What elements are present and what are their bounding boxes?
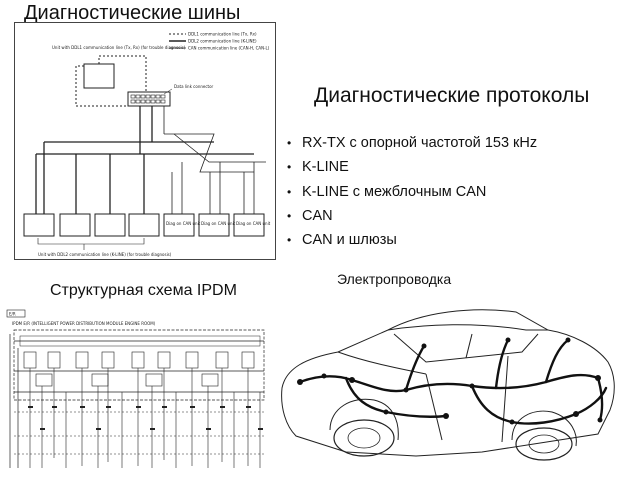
protocol-label: CAN (302, 207, 333, 224)
car-wiring-illustration (281, 309, 615, 461)
bullet-icon: • (287, 160, 292, 175)
can-unit-box (163, 213, 195, 237)
top-unit-label: Unit with DDL1 communication line (Tx, R… (52, 45, 186, 50)
protocol-label: K-LINE (302, 159, 349, 176)
list-item: • CAN и шлюзы (287, 228, 537, 252)
ddl1-unit-box (83, 63, 115, 89)
front-wheel (333, 419, 395, 457)
connector-label: Data link connector (174, 84, 214, 89)
rear-wheel (515, 427, 573, 461)
ddl2-unit-box (23, 213, 55, 237)
diagnostic-bus-diagram: DDL1 communication line (Tx, Rx) DDL2 co… (14, 22, 276, 260)
can-unit-label: Diag on CAN unit (201, 221, 236, 226)
ddl2-unit-box (59, 213, 91, 237)
protocol-list: • RX-TX с опорной частотой 153 кHz • K-LIN… (287, 131, 537, 252)
list-item: • K-LINE (287, 155, 537, 179)
protocol-label: RX-TX с опорной частотой 153 кHz (302, 135, 538, 151)
bullet-icon: • (287, 233, 292, 248)
can-unit-label: Diag on CAN unit (236, 221, 271, 226)
ipdm-tag: E/R (9, 312, 16, 317)
diagnostic-buses-title: Диагностические шины (24, 2, 241, 24)
list-item: • K-LINE с межблочным CAN (287, 180, 537, 204)
car-body-outline (281, 309, 615, 457)
can-unit-box (233, 213, 265, 237)
ddl2-unit-box (128, 213, 160, 237)
wiring-harness (298, 338, 608, 425)
bullet-icon: • (287, 136, 292, 150)
protocol-label: CAN и шлюзы (302, 232, 397, 249)
bullet-icon: • (287, 184, 292, 199)
can-unit-box (198, 213, 230, 237)
bullet-icon: • (287, 208, 292, 223)
wiring-title: Электропроводка (337, 271, 452, 287)
list-item: • RX-TX с опорной частотой 153 кHz (287, 131, 537, 155)
data-link-connector (127, 91, 171, 107)
connector-nodes (297, 337, 603, 425)
diagnostic-protocols-title: Диагностические протоколы (314, 84, 590, 107)
ipdm-schematic: E/R IPDM E/R (INTELLIGENT POWER DISTRIBU… (6, 308, 272, 474)
can-unit-label: Diag on CAN unit (166, 221, 201, 226)
ipdm-header: IPDM E/R (INTELLIGENT POWER DISTRIBUTION… (12, 321, 156, 326)
list-item: • CAN (287, 204, 537, 228)
bottom-unit-label: Unit with DDL2 communication line (K-LIN… (38, 252, 172, 257)
legend-can: CAN communication line (CAN-H, CAN-L) (188, 46, 270, 51)
protocol-label: K-LINE с межблочным CAN (302, 183, 487, 200)
ddl2-unit-box (94, 213, 126, 237)
ipdm-module-outline (13, 329, 265, 401)
legend-ddl1: DDL1 communication line (Tx, Rx) (188, 32, 257, 37)
ipdm-scheme-title: Структурная схема IPDM (50, 282, 237, 299)
legend-ddl2: DDL2 communication line (K-LINE) (188, 39, 257, 44)
